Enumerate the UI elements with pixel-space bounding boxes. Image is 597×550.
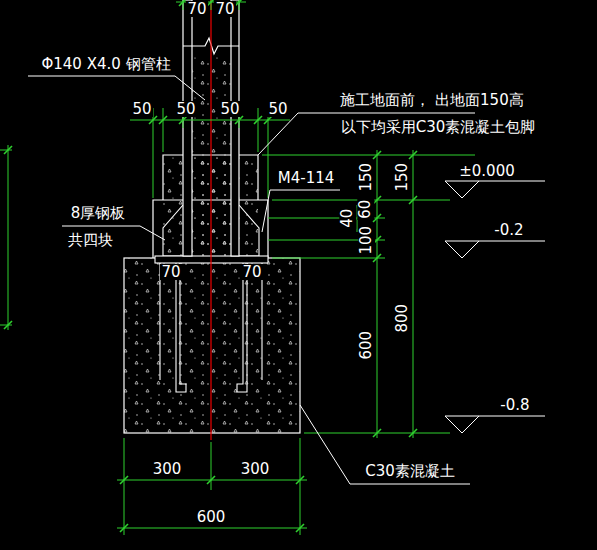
dimension-tick xyxy=(4,146,12,154)
dimension-tick xyxy=(409,151,417,159)
note: 施工地面前， 出地面150高 xyxy=(339,92,524,109)
dimension: 600 xyxy=(196,509,227,526)
leader-line xyxy=(28,76,475,484)
elevation: -0.8 xyxy=(499,397,530,414)
part-label: 8厚钢板 xyxy=(70,205,127,222)
dimension: 300 xyxy=(152,461,183,478)
elevation: -0.2 xyxy=(493,222,524,239)
dimension: 50 xyxy=(219,101,240,118)
material-label: C30素混凝土 xyxy=(364,463,456,480)
dimension-lines xyxy=(0,0,475,535)
dimension: 150 xyxy=(394,162,411,193)
dimension-tick xyxy=(373,214,381,222)
dimension: 50 xyxy=(175,101,196,118)
dimension: 70 xyxy=(214,1,235,18)
dimension: 60 xyxy=(358,198,375,219)
dimension-tick xyxy=(120,524,128,532)
dimension-tick xyxy=(4,321,12,329)
concrete-footing xyxy=(124,258,300,433)
dimension-tick xyxy=(254,116,262,124)
part-label: M4-114 xyxy=(277,170,336,187)
dimension: 50 xyxy=(267,101,288,118)
dimension: 150 xyxy=(358,162,375,193)
dimension: 70 xyxy=(186,1,207,18)
dimension-tick xyxy=(207,476,215,484)
dimension-tick xyxy=(159,116,167,124)
dimension: 300 xyxy=(240,461,271,478)
dimension-tick xyxy=(373,429,381,437)
dimension-tick xyxy=(296,476,304,484)
dimension: 100 xyxy=(358,225,375,256)
dimension: 600 xyxy=(358,330,375,361)
member-label: Φ140 X4.0 钢管柱 xyxy=(40,56,171,73)
dimension: 70 xyxy=(160,264,181,281)
dimension-tick xyxy=(235,0,243,6)
note: 以下均采用C30素混凝土包脚 xyxy=(340,119,537,136)
dimension: 70 xyxy=(241,264,262,281)
dimension-tick xyxy=(120,476,128,484)
dimension-tick xyxy=(373,151,381,159)
dimension: 50 xyxy=(131,101,152,118)
dimension-tick xyxy=(296,524,304,532)
dimension: 800 xyxy=(394,303,411,334)
dimension-tick xyxy=(373,196,381,204)
center-line xyxy=(210,0,211,440)
dimension-tick xyxy=(409,429,417,437)
dimension-tick xyxy=(409,196,417,204)
dimension: 40 xyxy=(340,207,357,228)
part-label: 共四块 xyxy=(67,232,114,249)
elevation: ±0.000 xyxy=(458,163,516,180)
elevation-mark xyxy=(445,181,545,433)
